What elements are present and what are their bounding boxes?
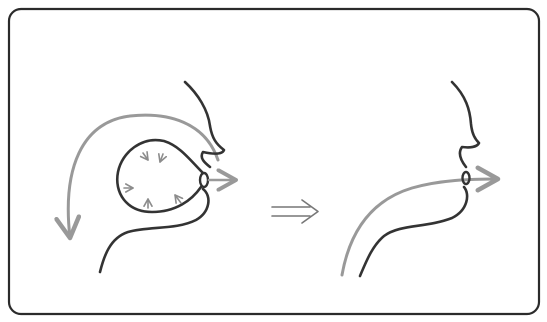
outer-frame: [9, 9, 539, 314]
